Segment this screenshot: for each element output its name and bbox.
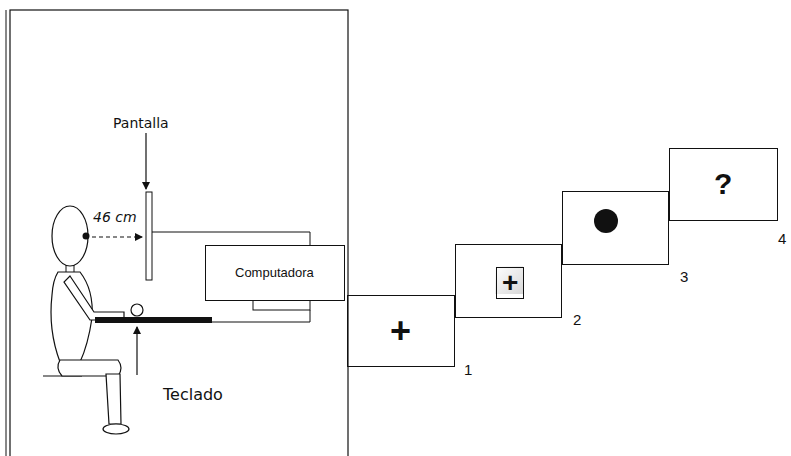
keyboard-label: Teclado [163, 386, 223, 404]
viewing-distance [92, 236, 142, 237]
leader-line [145, 133, 146, 189]
screen-symbol [146, 192, 152, 280]
leader-line [136, 327, 137, 375]
arm [64, 276, 124, 320]
response-key [131, 304, 143, 316]
keyboard-cable [212, 310, 310, 322]
distance-label: 46 cm [93, 210, 137, 225]
trial-screen: ?4 [669, 148, 778, 221]
callout-number: 4 [778, 231, 786, 246]
screen-label: Pantalla [113, 116, 169, 131]
panel-edge [6, 10, 7, 456]
callout-number: 2 [573, 312, 581, 327]
lower-leg [106, 374, 121, 424]
eye [83, 233, 90, 240]
computer-box: Computadora [205, 245, 345, 301]
target-dot [594, 209, 618, 233]
callout-number: 3 [680, 269, 688, 284]
node-text: + [390, 313, 411, 349]
trial-screen: 3 [562, 191, 669, 265]
keyboard-symbol [95, 317, 212, 323]
callout-number: 1 [464, 362, 472, 377]
trial-screen: 2+ [455, 244, 562, 318]
node-text: Computadora [235, 266, 314, 279]
computer-base [253, 300, 310, 310]
cue-box: + [496, 267, 524, 299]
foot [103, 424, 129, 434]
booth-panel [10, 10, 348, 456]
node-text: ? [714, 169, 732, 199]
monitor-cable [152, 232, 310, 245]
trial-screen: +1 [347, 295, 455, 367]
node-text: + [502, 269, 518, 297]
